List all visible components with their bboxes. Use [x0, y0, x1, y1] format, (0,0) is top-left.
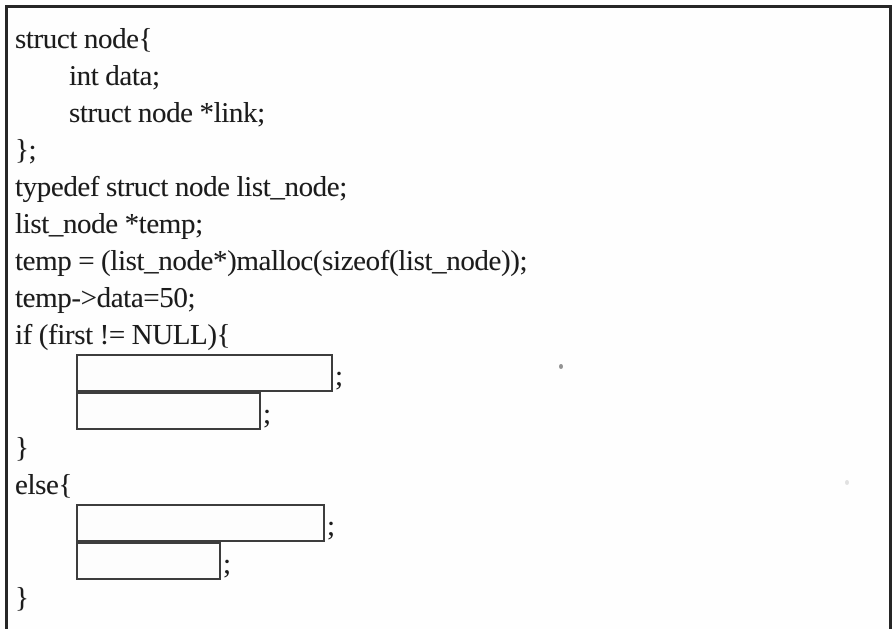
answer-blank-else-1[interactable]	[76, 504, 325, 542]
code-line: list_node *temp;	[15, 206, 889, 243]
code-line-blank: ;	[76, 542, 889, 580]
code-line: typedef struct node list_node;	[15, 169, 889, 206]
blank-suffix: ;	[335, 360, 344, 392]
code-text: struct node *link;	[69, 97, 265, 129]
scan-speck	[559, 364, 563, 369]
code-line: }	[15, 430, 889, 467]
code-line-blank: ;	[76, 504, 889, 542]
code-line: };	[15, 132, 889, 169]
answer-blank-if-1[interactable]	[76, 354, 333, 392]
blank-suffix: ;	[223, 548, 232, 580]
code-text: int data;	[69, 60, 160, 92]
code-line: else{	[15, 467, 889, 504]
answer-blank-else-2[interactable]	[76, 542, 221, 580]
code-line: struct node{	[15, 21, 889, 58]
code-text: else{	[15, 469, 73, 501]
code-line: temp->data=50;	[15, 280, 889, 317]
blank-suffix: ;	[263, 398, 272, 430]
code-line: int data;	[15, 58, 889, 95]
code-line: struct node *link;	[15, 95, 889, 132]
code-text: temp->data=50;	[15, 282, 196, 314]
code-text: struct node{	[15, 23, 153, 55]
code-text: temp = (list_node*)malloc(sizeof(list_no…	[15, 245, 528, 277]
code-listing-frame: struct node{ int data; struct node *link…	[5, 5, 892, 629]
code-text: list_node *temp;	[15, 208, 203, 240]
code-text: if (first != NULL){	[15, 319, 231, 351]
answer-blank-if-2[interactable]	[76, 392, 261, 430]
code-line: temp = (list_node*)malloc(sizeof(list_no…	[15, 243, 889, 280]
code-text: };	[15, 134, 37, 166]
code-text: typedef struct node list_node;	[15, 171, 347, 203]
code-line: if (first != NULL){	[15, 317, 889, 354]
code-line: }	[15, 580, 889, 617]
scan-speck	[845, 480, 849, 485]
code-text: }	[15, 582, 29, 614]
code-line-blank: ;	[76, 392, 889, 430]
blank-suffix: ;	[327, 510, 336, 542]
code-line-blank: ;	[76, 354, 889, 392]
code-text: }	[15, 432, 29, 464]
